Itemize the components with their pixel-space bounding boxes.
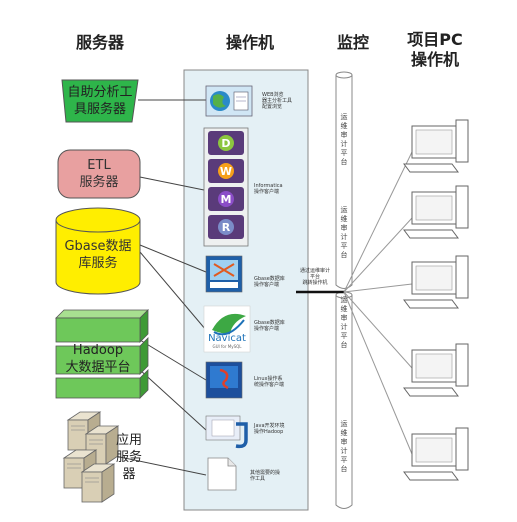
monitor-cylinder-lower <box>335 291 353 509</box>
pc-icon-3 <box>403 255 469 309</box>
app-server-label-line3: 器 <box>122 467 136 482</box>
informatica-icon-letter-d: D <box>221 137 231 150</box>
analysis-server-shape <box>61 79 139 123</box>
navicat-icon <box>203 305 251 353</box>
analysis-server-label-line1: 自助分析工 <box>67 85 133 100</box>
analysis-server-label-line2: 具服务器 <box>73 102 126 117</box>
navicat-caption-line1: Gbase数据库 <box>254 320 285 326</box>
navicat-logo-text: Navicat <box>208 333 246 344</box>
hadoop-server-shape <box>55 309 149 399</box>
informatica-icon-letter-m: M <box>220 193 232 206</box>
monitor-center-caption-line3: 跳转操作机 <box>302 280 328 286</box>
hadoop-server-label-line2: 大数据平台 <box>65 360 131 375</box>
app-server-label-line1: 应用 <box>115 433 142 448</box>
header-operator: 操作机 <box>225 33 274 52</box>
etl-server-shape <box>57 149 141 199</box>
gbase-server-shape <box>55 207 141 295</box>
java-caption-line1: Java开发环境 <box>254 423 285 429</box>
informatica-caption-line1: Informatica <box>254 183 283 189</box>
pc-icon-2 <box>403 185 469 239</box>
header-servers: 服务器 <box>75 33 124 52</box>
pc-icon-1 <box>403 119 469 173</box>
monitor-cylinder-upper <box>335 71 353 289</box>
web-caption-line3: 配置浏览 <box>262 104 283 110</box>
pc-icon-4 <box>403 343 469 397</box>
informatica-workflow-icon <box>208 159 244 183</box>
informatica-designer-icon <box>208 131 244 155</box>
java-icon <box>205 415 248 449</box>
pc-links <box>343 151 413 455</box>
web-caption-line2: 器主分析工具 <box>262 98 293 104</box>
informatica-caption-line2: 操作客户端 <box>254 189 280 195</box>
etl-server-label-line1: ETL <box>87 158 111 173</box>
java-caption-line2: 操作Hadoop <box>254 429 284 435</box>
header-monitor: 监控 <box>336 33 369 52</box>
monitor-vertical-label-3: 运维审计平台 <box>340 296 348 349</box>
hadoop-server-label-line1: Hadoop <box>72 343 124 358</box>
linux-caption-line1: Linux操作系 <box>254 376 283 382</box>
server-links <box>109 99 207 476</box>
linux-caption-line2: 统操作客户端 <box>254 382 285 388</box>
app-server-label-line2: 服务 <box>115 450 142 465</box>
informatica-monitor-icon <box>208 187 244 211</box>
app-server-icon <box>62 411 120 503</box>
gbase-client-caption-line1: Gbase数据库 <box>254 276 285 282</box>
other-tool-icon <box>207 457 237 491</box>
informatica-icon-letter-r: R <box>221 221 231 234</box>
informatica-repository-icon <box>208 215 244 239</box>
other-caption-line1: 其他需要的操 <box>250 470 281 476</box>
monitor-vertical-label-4: 运维审计平台 <box>340 420 348 473</box>
etl-server-label-line2: 服务器 <box>79 175 119 190</box>
header-project-pc-line1: 项目PC <box>407 30 463 49</box>
monitor-center-caption-line2: 平台 <box>309 274 320 280</box>
monitor-vertical-label-1: 运维审计平台 <box>340 113 348 166</box>
linux-client-icon <box>205 361 243 399</box>
monitor-vertical-label-2: 运维审计平台 <box>340 206 348 259</box>
header-project-pc-line2: 操作机 <box>410 50 459 69</box>
gbase-client-icon <box>205 255 243 293</box>
web-browser-icon <box>205 85 253 117</box>
gbase-server-label-line2: 库服务 <box>78 256 118 271</box>
web-caption-line1: WEB浏览 <box>262 92 284 98</box>
gbase-server-label-line1: Gbase数据 <box>64 239 132 254</box>
other-caption-line2: 作工具 <box>250 476 266 482</box>
navicat-logo-subtext: GUI for MySQL <box>212 344 242 349</box>
monitor-center-caption-line1: 通过运维审计 <box>299 268 330 274</box>
informatica-icon-letter-w: W <box>219 165 233 178</box>
gbase-client-caption-line2: 操作客户端 <box>254 282 280 288</box>
pc-icon-5 <box>403 427 469 481</box>
navicat-caption-line2: 操作客户端 <box>254 326 280 332</box>
